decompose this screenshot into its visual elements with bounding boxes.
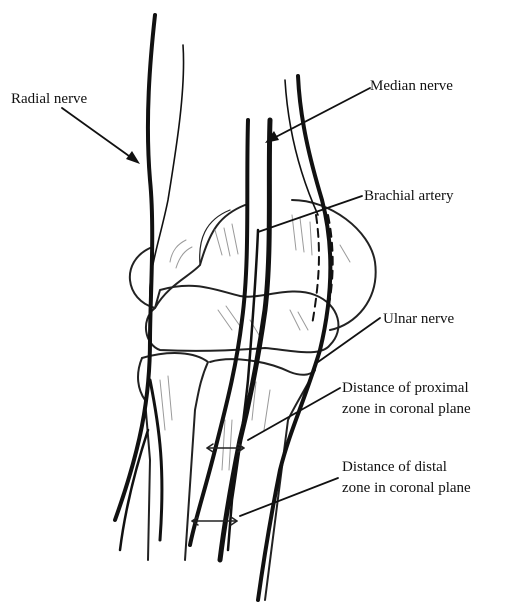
proximal-zone-leader	[248, 388, 340, 440]
distal-zone-label-line1: Distance of distal	[342, 458, 447, 477]
proximal-zone-label-line2: zone in coronal plane	[342, 400, 471, 419]
radial-nerve-arrowhead	[126, 151, 140, 164]
ulnar-nerve-label: Ulnar nerve	[383, 310, 454, 329]
radial-nerve-leader	[62, 108, 136, 161]
distal-zone-label-line2: zone in coronal plane	[342, 479, 471, 498]
median-nerve-leader	[270, 88, 370, 140]
distal-zone-leader	[240, 478, 338, 516]
radial-nerve	[115, 15, 162, 550]
leader-lines	[62, 88, 380, 516]
proximal-zone-label-line1: Distance of proximal	[342, 379, 469, 398]
median-nerve-label: Median nerve	[370, 77, 453, 96]
humerus-hatching	[170, 215, 350, 268]
forearm-bones	[138, 353, 315, 600]
radial-nerve-label: Radial nerve	[11, 90, 87, 109]
proximal-zone-marker	[207, 444, 244, 452]
ulnar-nerve-leader	[318, 318, 380, 362]
brachial-artery-label: Brachial artery	[364, 187, 454, 206]
median-nerve	[190, 120, 270, 560]
